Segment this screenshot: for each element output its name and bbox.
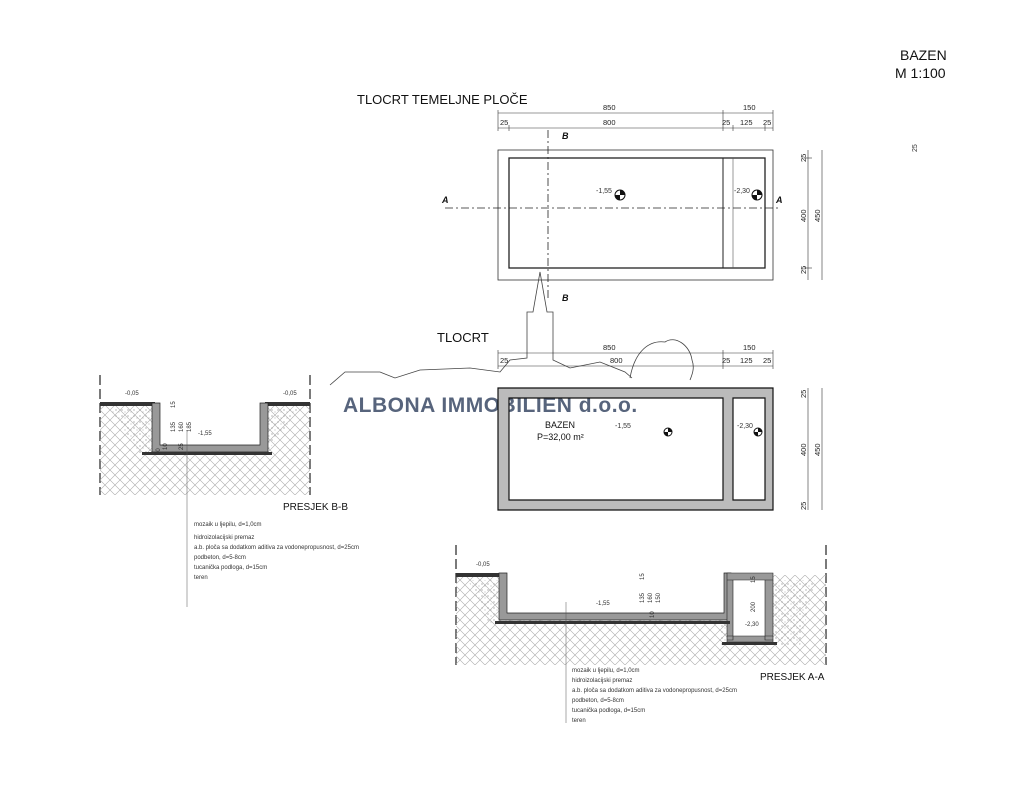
level-label: -1,55 <box>596 601 610 607</box>
sheet-scale: M 1:100 <box>895 65 946 81</box>
legend-item: podbeton, d=5-8cm <box>572 698 624 704</box>
section-mark-b: B <box>562 293 569 303</box>
legend-item: tucanička podloga, d=15cm <box>572 708 645 714</box>
dim: 400 <box>799 209 808 222</box>
dim: 125 <box>740 356 753 365</box>
dim: 20 <box>156 448 162 455</box>
level-label: -1,55 <box>198 431 212 437</box>
dim: 10 <box>163 443 169 450</box>
level-label: -2,30 <box>737 423 753 430</box>
level-label: -2,30 <box>745 622 759 628</box>
sheet-title: BAZEN <box>900 47 947 63</box>
dim: 25 <box>500 356 508 365</box>
section-aa: -0,05 -1,55 -2,30 15 135 160 150 10 15 2… <box>455 545 827 724</box>
dim: 15 <box>171 401 177 408</box>
dim: 160 <box>179 421 185 432</box>
dim: 150 <box>656 592 662 603</box>
legend-item: teren <box>194 575 208 581</box>
dim: 450 <box>813 209 822 222</box>
dim: 125 <box>740 118 753 127</box>
section-aa-title: PRESJEK A-A <box>760 672 825 683</box>
plan-title: TLOCRT <box>437 330 489 345</box>
pool-plan: TLOCRT 850 150 25 800 25 125 25 25 400 2… <box>437 330 823 511</box>
level-label: -1,55 <box>615 423 631 430</box>
dim: 400 <box>799 443 808 456</box>
level-label: -2,30 <box>734 188 750 195</box>
foundation-plan: TLOCRT TEMELJNE PLOČE 850 150 25 800 25 … <box>357 92 823 303</box>
dim: 25 <box>799 502 808 510</box>
section-bb-title: PRESJEK B-B <box>283 502 348 513</box>
dim-150: 150 <box>743 343 756 352</box>
section-mark-b: B <box>562 131 569 141</box>
legend-item: a.b. ploča sa dodatkom aditiva za vodone… <box>572 688 737 694</box>
dim: 25 <box>799 390 808 398</box>
level-label: -1,55 <box>596 188 612 195</box>
dim: 135 <box>640 592 646 603</box>
dim: 135 <box>171 421 177 432</box>
room-name: BAZEN <box>545 420 575 430</box>
level-label: -0,05 <box>125 391 139 397</box>
legend-item: hidroizolacijski premaz <box>572 678 632 684</box>
legend-item: podbeton, d=5-8cm <box>194 555 246 561</box>
dim: 10 <box>650 611 656 618</box>
section-bb-legend: mozaik u ljepilu, d=1,0cm hidroizolacijs… <box>194 522 359 581</box>
dim: 25 <box>763 118 771 127</box>
watermark-text: ALBONA IMMOBILIEN d.o.o. <box>343 394 638 417</box>
foundation-plan-title: TLOCRT TEMELJNE PLOČE <box>357 92 528 107</box>
section-aa-legend: mozaik u ljepilu, d=1,0cm hidroizolacijs… <box>572 668 737 724</box>
dim: 15 <box>640 573 646 580</box>
watermark-skyline <box>329 271 694 386</box>
section-mark-a: A <box>775 195 783 205</box>
section-bb: -0,05 -0,05 -1,55 15 135 160 185 25 10 2… <box>99 375 359 607</box>
section-mark-a: A <box>441 195 449 205</box>
dim: 450 <box>813 443 822 456</box>
dim: 25 <box>179 443 185 450</box>
room-area: P=32,00 m² <box>537 432 584 442</box>
legend-item: teren <box>572 718 586 724</box>
dim: 25 <box>722 118 730 127</box>
dim: 25 <box>722 356 730 365</box>
dim: 800 <box>603 118 616 127</box>
dim: 800 <box>610 356 623 365</box>
dim: 25 <box>763 356 771 365</box>
dim-850: 850 <box>603 103 616 112</box>
dim-850: 850 <box>603 343 616 352</box>
legend-item: a.b. ploča sa dodatkom aditiva za vodone… <box>194 545 359 551</box>
dim-150: 150 <box>743 103 756 112</box>
legend-item: mozaik u ljepilu, d=1,0cm <box>572 668 640 674</box>
level-label: -0,05 <box>283 391 297 397</box>
dim: 15 <box>751 576 757 583</box>
dim: 25 <box>500 118 508 127</box>
dim: 185 <box>187 421 193 432</box>
side-note: 25 <box>912 144 919 152</box>
level-label: -0,05 <box>476 562 490 568</box>
legend-item: mozaik u ljepilu, d=1,0cm <box>194 522 262 528</box>
dim: 25 <box>799 154 808 162</box>
legend-item: hidroizolacijski premaz <box>194 535 254 541</box>
legend-item: tucanička podloga, d=15cm <box>194 565 267 571</box>
dim: 25 <box>799 266 808 274</box>
dim: 160 <box>648 592 654 603</box>
dim: 200 <box>751 601 757 612</box>
